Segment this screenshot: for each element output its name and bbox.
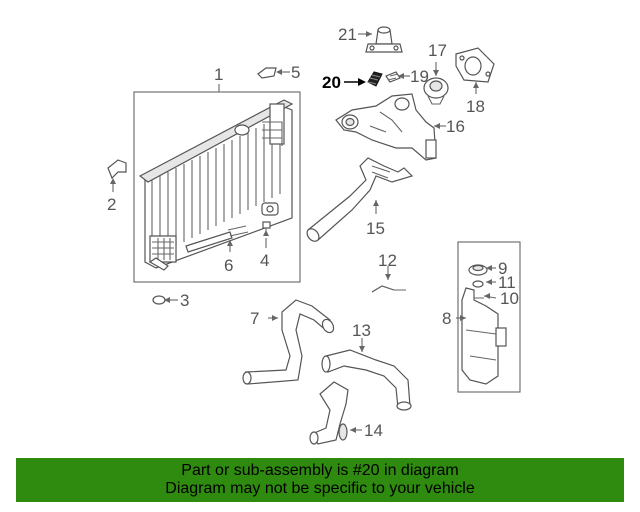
thermostat-part-17 [423,62,449,105]
upper-hose-part-15 [306,157,414,242]
drain-hose-part-6 [227,225,249,252]
radiator-assembly [133,91,301,283]
callout-11: 11 [498,273,516,292]
bolt-part-19 [385,71,410,83]
hose-part-14 [309,381,362,445]
reservoir-assembly [456,241,521,393]
sensor-part-20 [344,71,383,87]
bolt-part-4 [262,221,271,248]
banner-line-2: Diagram may not be specific to your vehi… [165,480,475,497]
callout-5: 5 [291,63,300,82]
callout-12: 12 [378,251,397,270]
callout-20: 20 [322,73,341,92]
bracket-part-2 [107,159,127,192]
callout-2: 2 [107,195,116,214]
callout-9: 9 [498,259,507,278]
callout-13: 13 [352,321,371,340]
callout-16: 16 [446,117,465,136]
thermostat-housing-part-16 [335,93,446,161]
callout-1: 1 [214,65,223,84]
callout-21: 21 [338,25,357,44]
callout-7: 7 [250,309,259,328]
callout-4: 4 [260,251,269,270]
parts-diagram: 1 2 3 4 5 6 7 8 9 10 11 12 13 14 15 16 1… [107,25,521,445]
callout-17: 17 [428,41,447,60]
info-banner: Part or sub-assembly is #20 in diagram D… [16,458,624,502]
hose-part-12 [371,266,406,293]
clip-part-3 [152,295,178,305]
callout-18: 18 [466,97,485,116]
water-outlet-part-21 [358,26,403,53]
callout-3: 3 [180,291,189,310]
callout-15: 15 [366,219,385,238]
callout-19: 19 [410,67,429,86]
banner-line-1: Part or sub-assembly is #20 in diagram [181,462,459,479]
callout-14: 14 [364,421,383,440]
cap-part-5 [257,67,290,79]
hose-part-7 [242,299,335,385]
callout-8: 8 [442,309,451,328]
gasket-part-18 [455,47,495,94]
callout-6: 6 [224,256,233,275]
callout-10: 10 [500,289,519,308]
hose-part-13 [321,338,412,411]
